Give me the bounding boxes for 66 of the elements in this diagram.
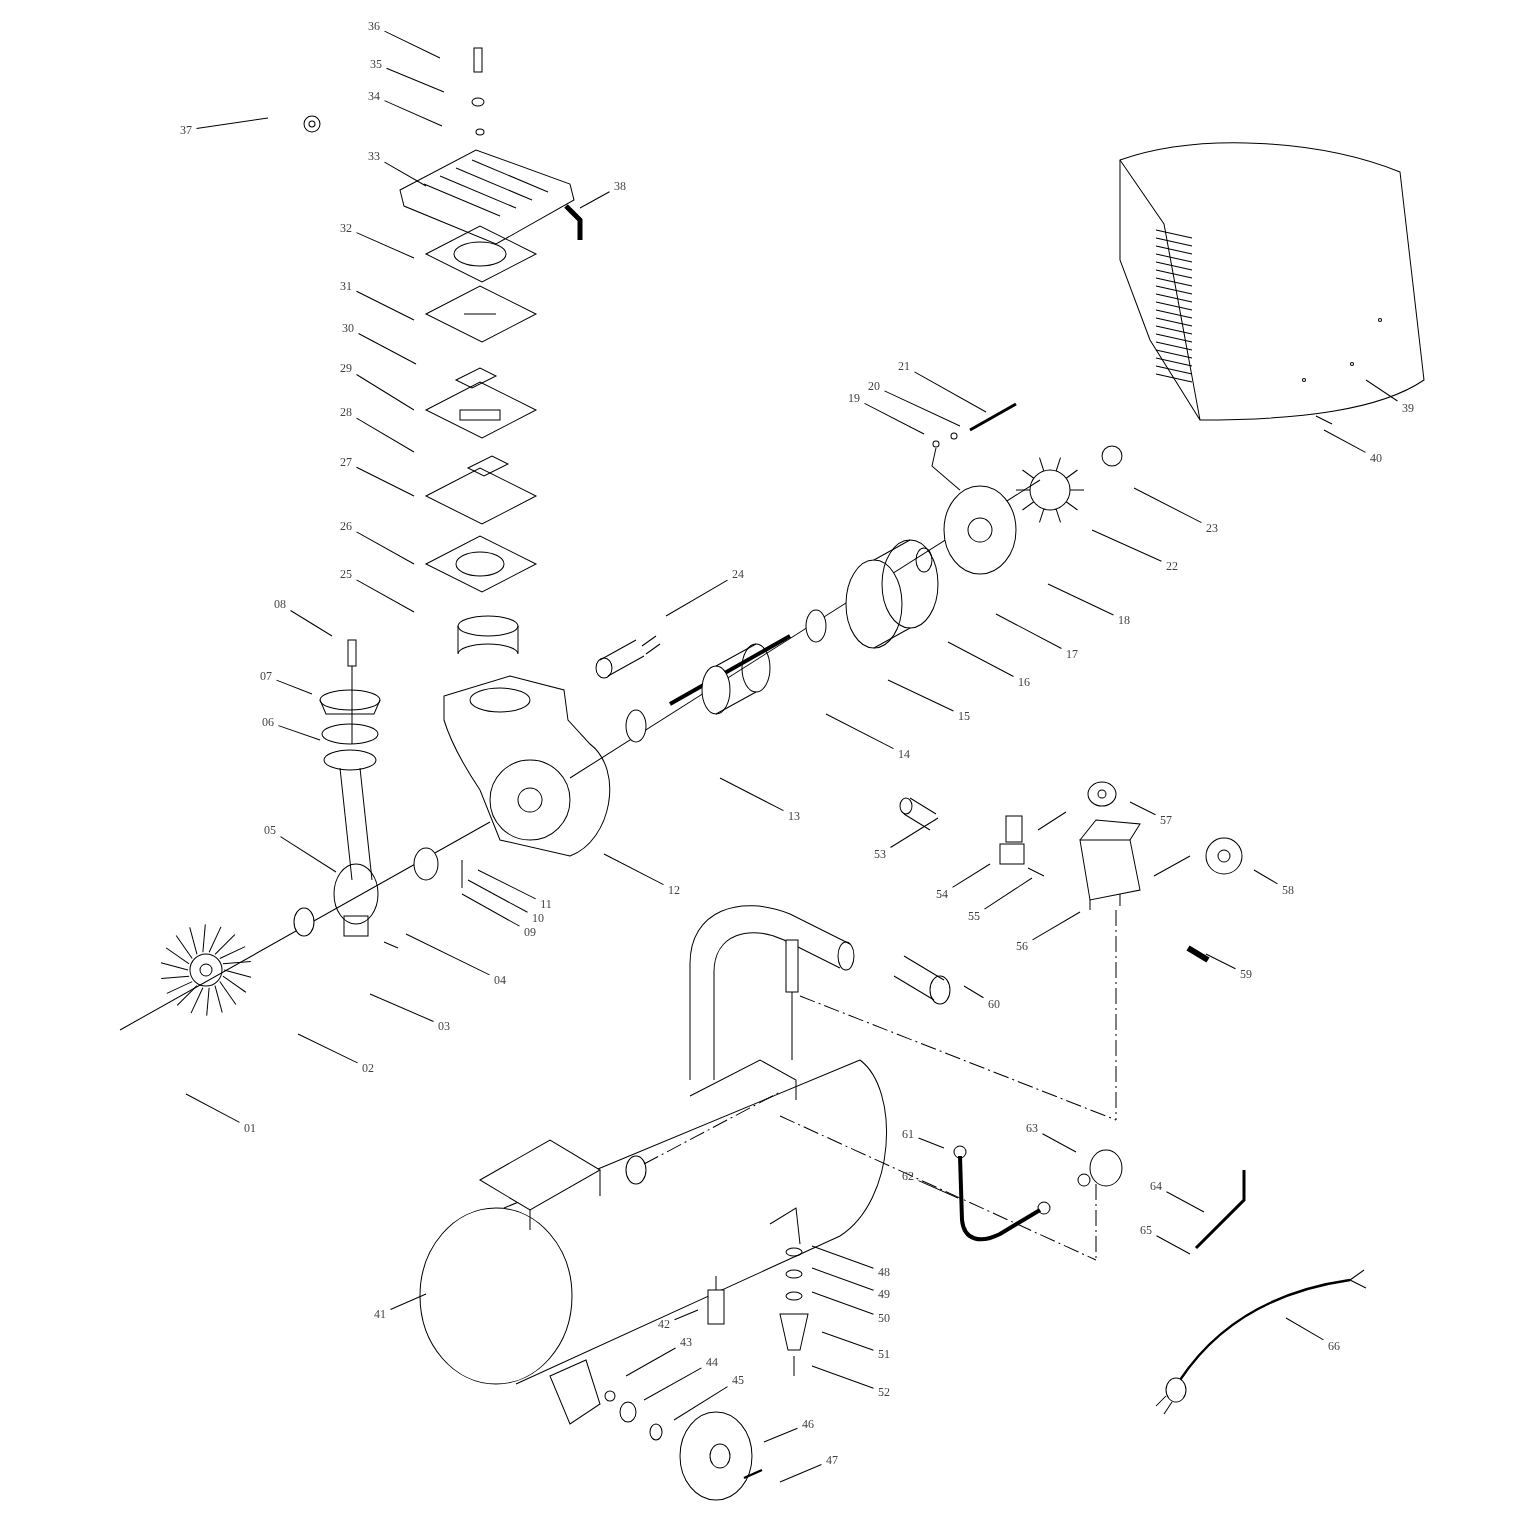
leader-line xyxy=(405,933,490,976)
leader-line xyxy=(1133,487,1202,524)
leader-line xyxy=(356,579,415,613)
leader-line xyxy=(947,641,1014,677)
leader-line xyxy=(984,877,1033,910)
leader-line xyxy=(356,466,415,497)
leader-line xyxy=(290,609,333,637)
leader-line xyxy=(811,1245,874,1269)
leader-line xyxy=(185,1093,240,1123)
leader-line xyxy=(297,1033,358,1064)
leader-line xyxy=(821,1331,874,1351)
leader-line xyxy=(890,817,939,848)
leader-line xyxy=(1032,911,1081,941)
leader-line xyxy=(811,1365,874,1389)
leader-line xyxy=(825,713,894,750)
leader-line xyxy=(1047,583,1114,616)
leader-line xyxy=(673,1386,728,1421)
leader-line xyxy=(963,985,984,999)
leader-line xyxy=(356,417,415,453)
leader-line xyxy=(811,1267,874,1291)
leader-line xyxy=(278,725,321,741)
leader-line xyxy=(1129,801,1156,816)
leader-line xyxy=(369,993,434,1022)
leader-line xyxy=(603,853,664,886)
leader-line xyxy=(356,531,415,565)
leader-line xyxy=(1365,379,1398,402)
leader-line xyxy=(196,117,269,129)
leader-line xyxy=(1091,529,1162,562)
leader-line xyxy=(665,579,728,617)
leader-line xyxy=(280,836,337,873)
leader-line xyxy=(779,1463,822,1483)
leader-line xyxy=(467,879,528,913)
leader-line xyxy=(384,161,427,187)
leader-line xyxy=(1285,1317,1324,1341)
leader-line xyxy=(1166,1191,1205,1213)
leader-line xyxy=(461,893,520,927)
leader-line xyxy=(763,1427,798,1443)
leader-line xyxy=(887,679,954,712)
leader-line xyxy=(477,869,537,900)
leader-line xyxy=(995,613,1062,649)
leader-line xyxy=(952,863,991,888)
leader-line xyxy=(811,1291,874,1315)
leader-line xyxy=(1205,953,1236,970)
leader-line xyxy=(719,777,784,812)
leader-line xyxy=(1156,1235,1191,1255)
leader-line xyxy=(918,1137,945,1149)
leader-line xyxy=(384,30,441,59)
leader-line xyxy=(918,1180,959,1199)
leader-line xyxy=(356,374,415,411)
leader-line xyxy=(386,67,445,93)
leader-line xyxy=(356,232,415,259)
leader-line xyxy=(390,1293,427,1310)
leader-line xyxy=(358,333,417,365)
leader-line xyxy=(384,100,443,127)
leader-line xyxy=(276,679,313,695)
leader-line xyxy=(356,290,415,321)
leader-line xyxy=(1042,1133,1077,1153)
leader-line xyxy=(1253,869,1278,885)
leader-line xyxy=(864,402,925,435)
leader-line xyxy=(1323,429,1366,453)
leader-line xyxy=(643,1367,702,1401)
leader-line xyxy=(579,191,610,209)
leader-line xyxy=(914,371,987,413)
leader-line xyxy=(674,1309,699,1321)
leader-line xyxy=(625,1347,676,1377)
leader-line xyxy=(884,390,961,427)
